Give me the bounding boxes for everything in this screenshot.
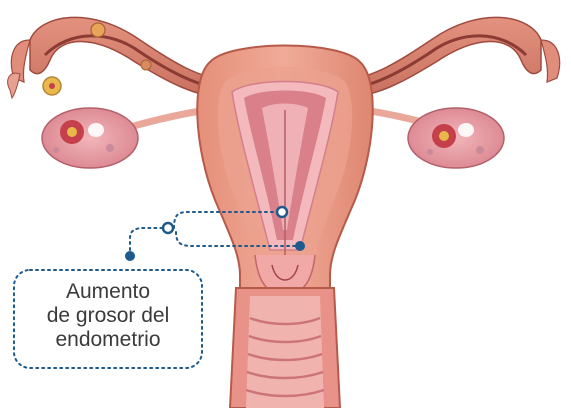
left-ovary [42,108,138,168]
right-fallopian-tube [341,17,560,98]
callout-line-3: endometrio [14,328,202,352]
callout-dot-bottom [295,241,305,251]
callout-ring-mid [163,223,173,233]
right-ovary [408,108,504,168]
callout-ring-top [277,207,287,217]
left-fallopian-tube [8,17,230,98]
callout-dot-end [125,251,135,261]
callout-line-2: de grosor del [14,304,202,328]
callout-line-1: Aumento [14,280,202,304]
callout-label: Aumento de grosor del endometrio [14,280,202,352]
vagina [230,288,340,408]
